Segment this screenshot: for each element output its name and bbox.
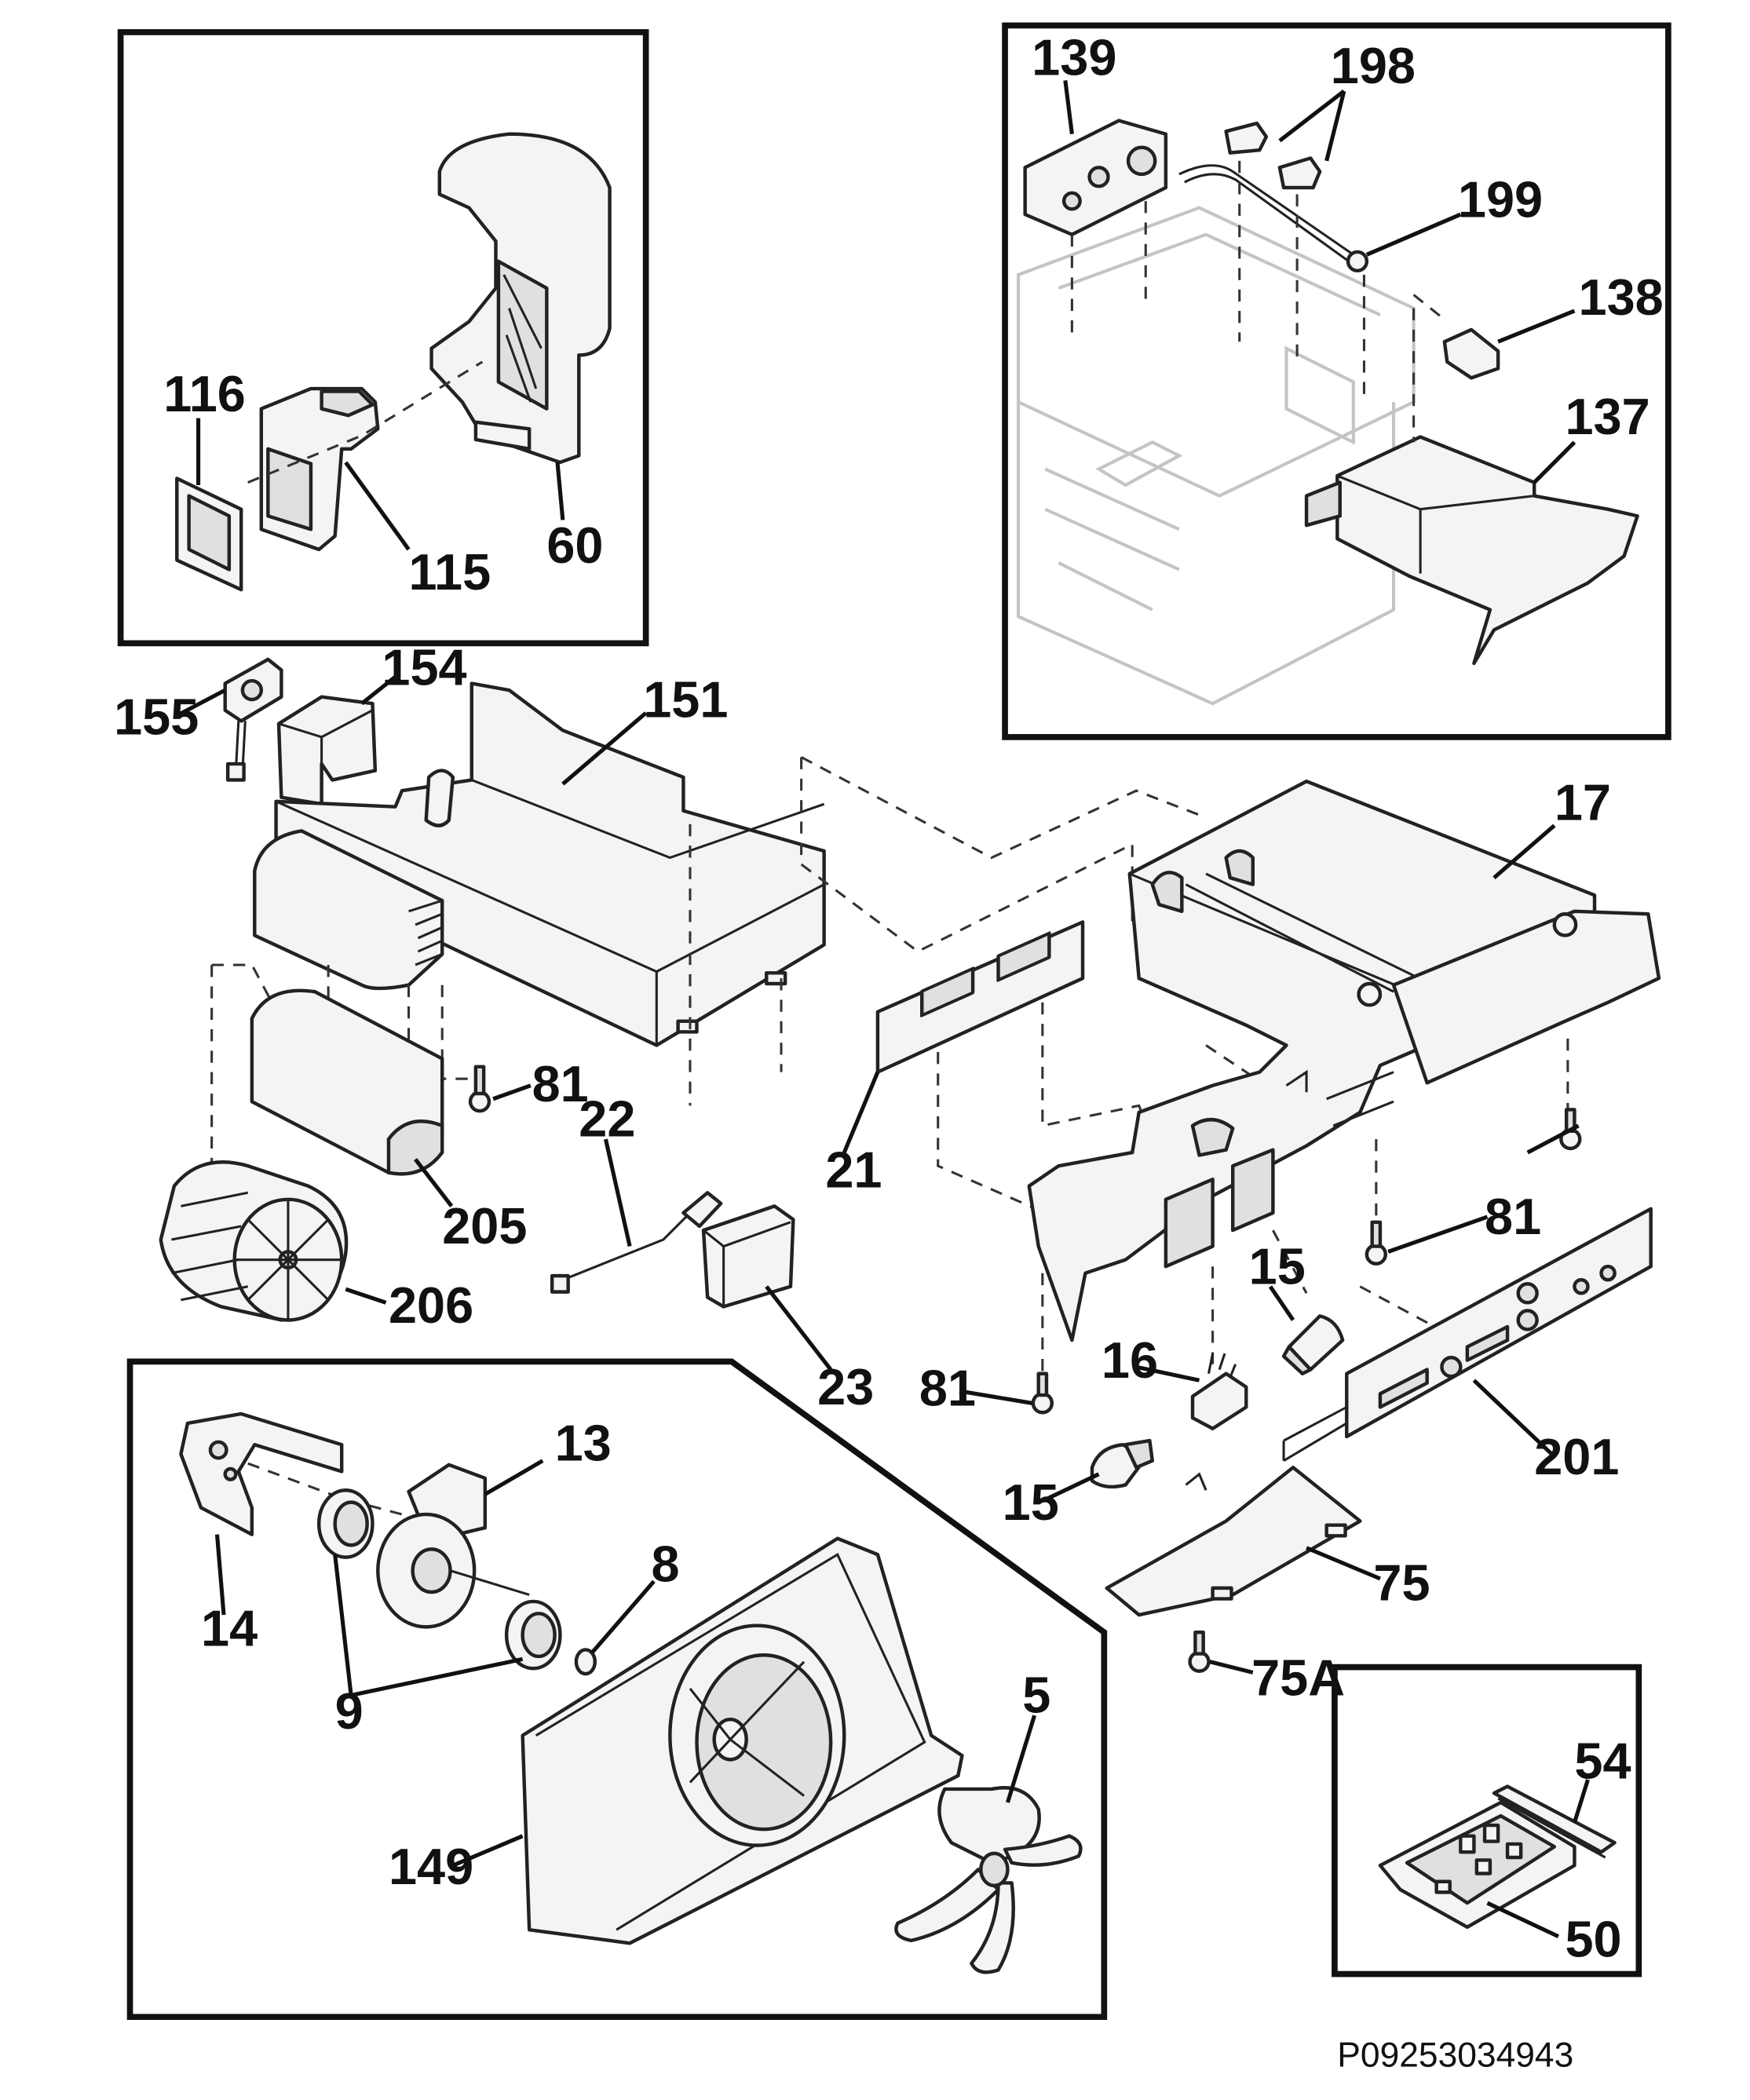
label-13: 13 xyxy=(555,1415,612,1472)
label-9: 9 xyxy=(335,1682,364,1740)
valve-139-drawing xyxy=(1023,119,1168,236)
dashed-lines-top-right xyxy=(1070,160,1449,443)
actuator-137-drawing xyxy=(1304,435,1639,666)
thermistor-22-drawing xyxy=(550,1191,723,1294)
dashed-alignment-60 xyxy=(247,360,484,484)
screw-75a-drawing xyxy=(1188,1631,1211,1673)
grommet-9-left-drawing xyxy=(316,1488,374,1559)
bulb-15-upper-drawing xyxy=(1281,1314,1345,1375)
label-54: 54 xyxy=(1574,1732,1631,1789)
screw-81-center-drawing xyxy=(1365,1220,1387,1265)
cap-23-drawing xyxy=(701,1204,795,1309)
label-137: 137 xyxy=(1565,388,1650,445)
washer-8-drawing xyxy=(574,1648,597,1676)
cover-60-drawing xyxy=(429,132,612,465)
display-panel-21-drawing xyxy=(875,920,1085,1074)
inset-box-fan-assembly xyxy=(126,1358,1108,2021)
label-5: 5 xyxy=(1022,1667,1050,1724)
dispenser-housing-17-drawing xyxy=(1027,780,1661,1342)
label-81-left: 81 xyxy=(532,1055,589,1112)
gasket-116-drawing xyxy=(175,477,243,592)
lens-75-drawing xyxy=(1105,1466,1362,1617)
bracket-54-drawing xyxy=(1492,1784,1617,1859)
label-15-upper: 15 xyxy=(1249,1237,1306,1295)
board-50-drawing xyxy=(1378,1800,1576,1930)
overlay-201-drawing xyxy=(1282,1207,1653,1463)
label-15-lower: 15 xyxy=(1003,1474,1059,1531)
label-155: 155 xyxy=(114,688,199,745)
dashed-alignment-14 xyxy=(247,1462,403,1516)
label-14: 14 xyxy=(201,1599,258,1656)
leader-lines xyxy=(173,80,1590,1939)
clip-198-drawing xyxy=(1224,121,1322,190)
label-151: 151 xyxy=(643,670,728,728)
label-149: 149 xyxy=(389,1838,473,1895)
label-115: 115 xyxy=(409,543,491,601)
label-81-right: 81 xyxy=(1485,1188,1541,1245)
label-116: 116 xyxy=(163,365,246,422)
label-138: 138 xyxy=(1579,268,1664,326)
bracket-14-drawing xyxy=(179,1412,344,1536)
blower-wheel-206-drawing xyxy=(159,1160,349,1322)
motor-13-drawing xyxy=(376,1463,530,1629)
bulb-15-lower-drawing xyxy=(1090,1438,1155,1489)
fan-155-drawing xyxy=(223,657,283,782)
grommet-9-right-drawing xyxy=(504,1599,562,1671)
label-199: 199 xyxy=(1458,171,1543,228)
screw-81-lower-drawing xyxy=(1031,1371,1054,1415)
inset-box-top-left xyxy=(117,29,649,647)
label-154: 154 xyxy=(382,638,466,696)
housing-205-drawing xyxy=(250,988,444,1176)
label-205: 205 xyxy=(442,1197,527,1255)
label-60: 60 xyxy=(546,517,603,574)
label-17: 17 xyxy=(1555,774,1611,831)
label-206: 206 xyxy=(389,1276,473,1334)
duct-151-drawing xyxy=(253,681,826,1047)
dispenser-housing-ghost xyxy=(1017,206,1416,706)
label-139: 139 xyxy=(1032,29,1116,86)
label-201: 201 xyxy=(1534,1428,1619,1485)
part-labels: 116 115 60 139 198 199 138 137 155 154 1… xyxy=(114,29,1664,1968)
cover-154-drawing xyxy=(276,695,378,806)
label-50: 50 xyxy=(1565,1910,1621,1967)
label-8: 8 xyxy=(651,1535,679,1592)
label-81-lower: 81 xyxy=(919,1360,976,1417)
inset-box-top-right xyxy=(1002,22,1671,740)
module-115-drawing xyxy=(259,386,380,552)
harness-199-drawing xyxy=(1178,164,1369,273)
socket-16-drawing xyxy=(1190,1353,1248,1430)
label-75a: 75A xyxy=(1251,1649,1345,1706)
document-id: P09253034943 xyxy=(1337,2036,1573,2074)
label-198: 198 xyxy=(1331,37,1416,94)
screw-81-left-drawing xyxy=(468,1065,491,1113)
fan-blade-5-drawing xyxy=(894,1786,1083,1974)
label-16: 16 xyxy=(1102,1331,1158,1389)
label-21: 21 xyxy=(825,1141,882,1198)
label-23: 23 xyxy=(817,1358,874,1415)
bracket-138-drawing xyxy=(1442,327,1500,380)
label-75: 75 xyxy=(1373,1554,1430,1611)
dashed-lines-housing xyxy=(1041,1038,1569,1374)
shroud-149-drawing xyxy=(521,1536,964,1945)
inset-box-control-board xyxy=(1332,1664,1642,1978)
label-22: 22 xyxy=(579,1090,635,1148)
